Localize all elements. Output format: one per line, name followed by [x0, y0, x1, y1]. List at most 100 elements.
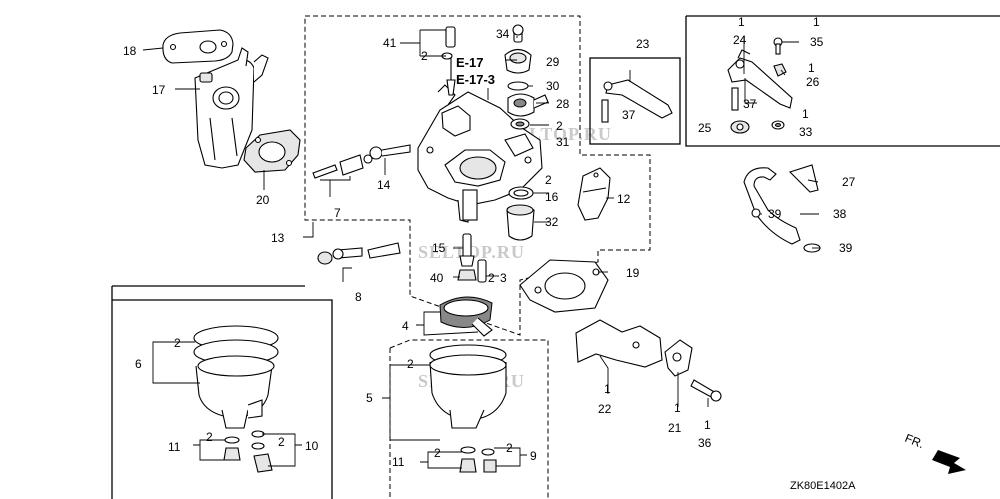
frame-bowl-6	[111, 285, 333, 499]
label-26: 26	[806, 75, 820, 89]
label-2-11-left: 2	[206, 430, 213, 444]
part-6-bowl-left	[193, 325, 279, 429]
part-4-bowl-gasket	[439, 296, 493, 337]
label-28: 28	[556, 97, 570, 111]
part-11-bolt-left	[223, 436, 241, 461]
part-31-seal	[510, 118, 530, 130]
label-2-6: 2	[174, 336, 181, 350]
part-36-bolt	[690, 379, 722, 402]
label-1-22: 1	[604, 382, 611, 396]
label-3: 3	[500, 271, 507, 285]
part-5-bowl-right	[429, 344, 507, 429]
label-20: 20	[256, 193, 270, 207]
label-31: 31	[556, 135, 570, 149]
label-1-24: 1	[738, 15, 745, 29]
label-37-23: 37	[622, 108, 636, 122]
label-23: 23	[636, 37, 650, 51]
label-8: 8	[355, 290, 362, 304]
label-27: 27	[842, 175, 856, 189]
label-7: 7	[334, 206, 341, 220]
label-2-11-right: 2	[434, 446, 441, 460]
label-36: 36	[698, 436, 712, 450]
label-24: 24	[733, 33, 747, 47]
label-1-33: 1	[802, 107, 809, 121]
label-1-35: 1	[813, 15, 820, 29]
part-28-piston	[507, 93, 549, 117]
label-39-left: 39	[768, 207, 782, 221]
leader-lines	[142, 29, 820, 469]
part-12-float	[577, 167, 611, 221]
label-13: 13	[271, 231, 285, 245]
label-2-5: 2	[407, 357, 414, 371]
label-ref-e17-3: E-17-3	[456, 72, 495, 87]
part-30-washer	[507, 81, 529, 91]
label-5: 5	[366, 391, 373, 405]
label-1-21: 1	[674, 401, 681, 415]
part-10-drain-screw	[251, 430, 273, 473]
part-16-oring	[508, 186, 534, 200]
label-10: 10	[305, 439, 319, 453]
label-2-9: 2	[506, 441, 513, 455]
label-14: 14	[377, 178, 391, 192]
label-2-10: 2	[278, 435, 285, 449]
part-8-stop-screw	[317, 242, 401, 265]
label-11-left: 11	[168, 440, 181, 454]
frame-carburetor-assembly	[304, 15, 651, 336]
part-18-gasket	[162, 29, 234, 64]
label-34: 34	[496, 27, 510, 41]
label-38: 38	[833, 207, 847, 221]
label-15: 15	[432, 241, 446, 255]
part-40-nut	[457, 269, 477, 281]
part-15-jet	[459, 233, 475, 267]
label-1-36: 1	[704, 418, 711, 432]
front-marker: FR.	[903, 431, 926, 451]
label-12: 12	[617, 192, 631, 206]
label-21: 21	[668, 421, 682, 435]
part-11-bolt-right	[459, 446, 477, 473]
frame-lever-24	[685, 15, 1000, 147]
label-30: 30	[546, 79, 560, 93]
label-29: 29	[546, 55, 560, 69]
label-16: 16	[545, 190, 559, 204]
part-41-jet	[441, 26, 456, 60]
part-19-gasket	[519, 259, 609, 313]
part-23-lever	[589, 57, 681, 145]
label-18: 18	[123, 44, 137, 58]
part-32-float-chamber	[506, 204, 535, 241]
part-25-spring	[730, 120, 750, 134]
label-2-3: 2	[488, 271, 495, 285]
part-3-bolt	[477, 259, 487, 283]
label-25: 25	[698, 121, 712, 135]
part-14-screw	[369, 144, 411, 160]
label-9: 9	[530, 449, 537, 463]
label-40: 40	[430, 271, 444, 285]
label-41: 41	[383, 36, 397, 50]
drawing-code: ZK80E1402A	[790, 480, 856, 492]
label-4: 4	[402, 319, 409, 333]
part-17-bracket	[194, 47, 269, 169]
part-20-insulator	[243, 129, 301, 173]
part-carburetor-body	[417, 55, 543, 223]
label-32: 32	[545, 215, 559, 229]
part-38-fuel-tube	[743, 164, 819, 245]
label-2-41: 2	[421, 49, 428, 63]
label-39-right: 39	[839, 241, 853, 255]
label-ref-e17: E-17	[456, 55, 483, 70]
label-6: 6	[135, 357, 142, 371]
label-37-24: 37	[743, 97, 757, 111]
part-7-pilot-screw	[312, 154, 373, 179]
label-19: 19	[626, 266, 640, 280]
label-35: 35	[810, 35, 824, 49]
part-21-clamp	[664, 339, 693, 377]
label-1-26: 1	[808, 61, 815, 75]
part-22-bracket	[575, 319, 663, 368]
part-33-washer	[771, 120, 785, 130]
label-2-16: 2	[545, 173, 552, 187]
part-9-screw	[481, 448, 497, 473]
part-29-cap	[504, 24, 532, 74]
front-arrow-icon	[932, 450, 966, 474]
label-2-31: 2	[556, 119, 563, 133]
label-11-right: 11	[392, 455, 405, 469]
